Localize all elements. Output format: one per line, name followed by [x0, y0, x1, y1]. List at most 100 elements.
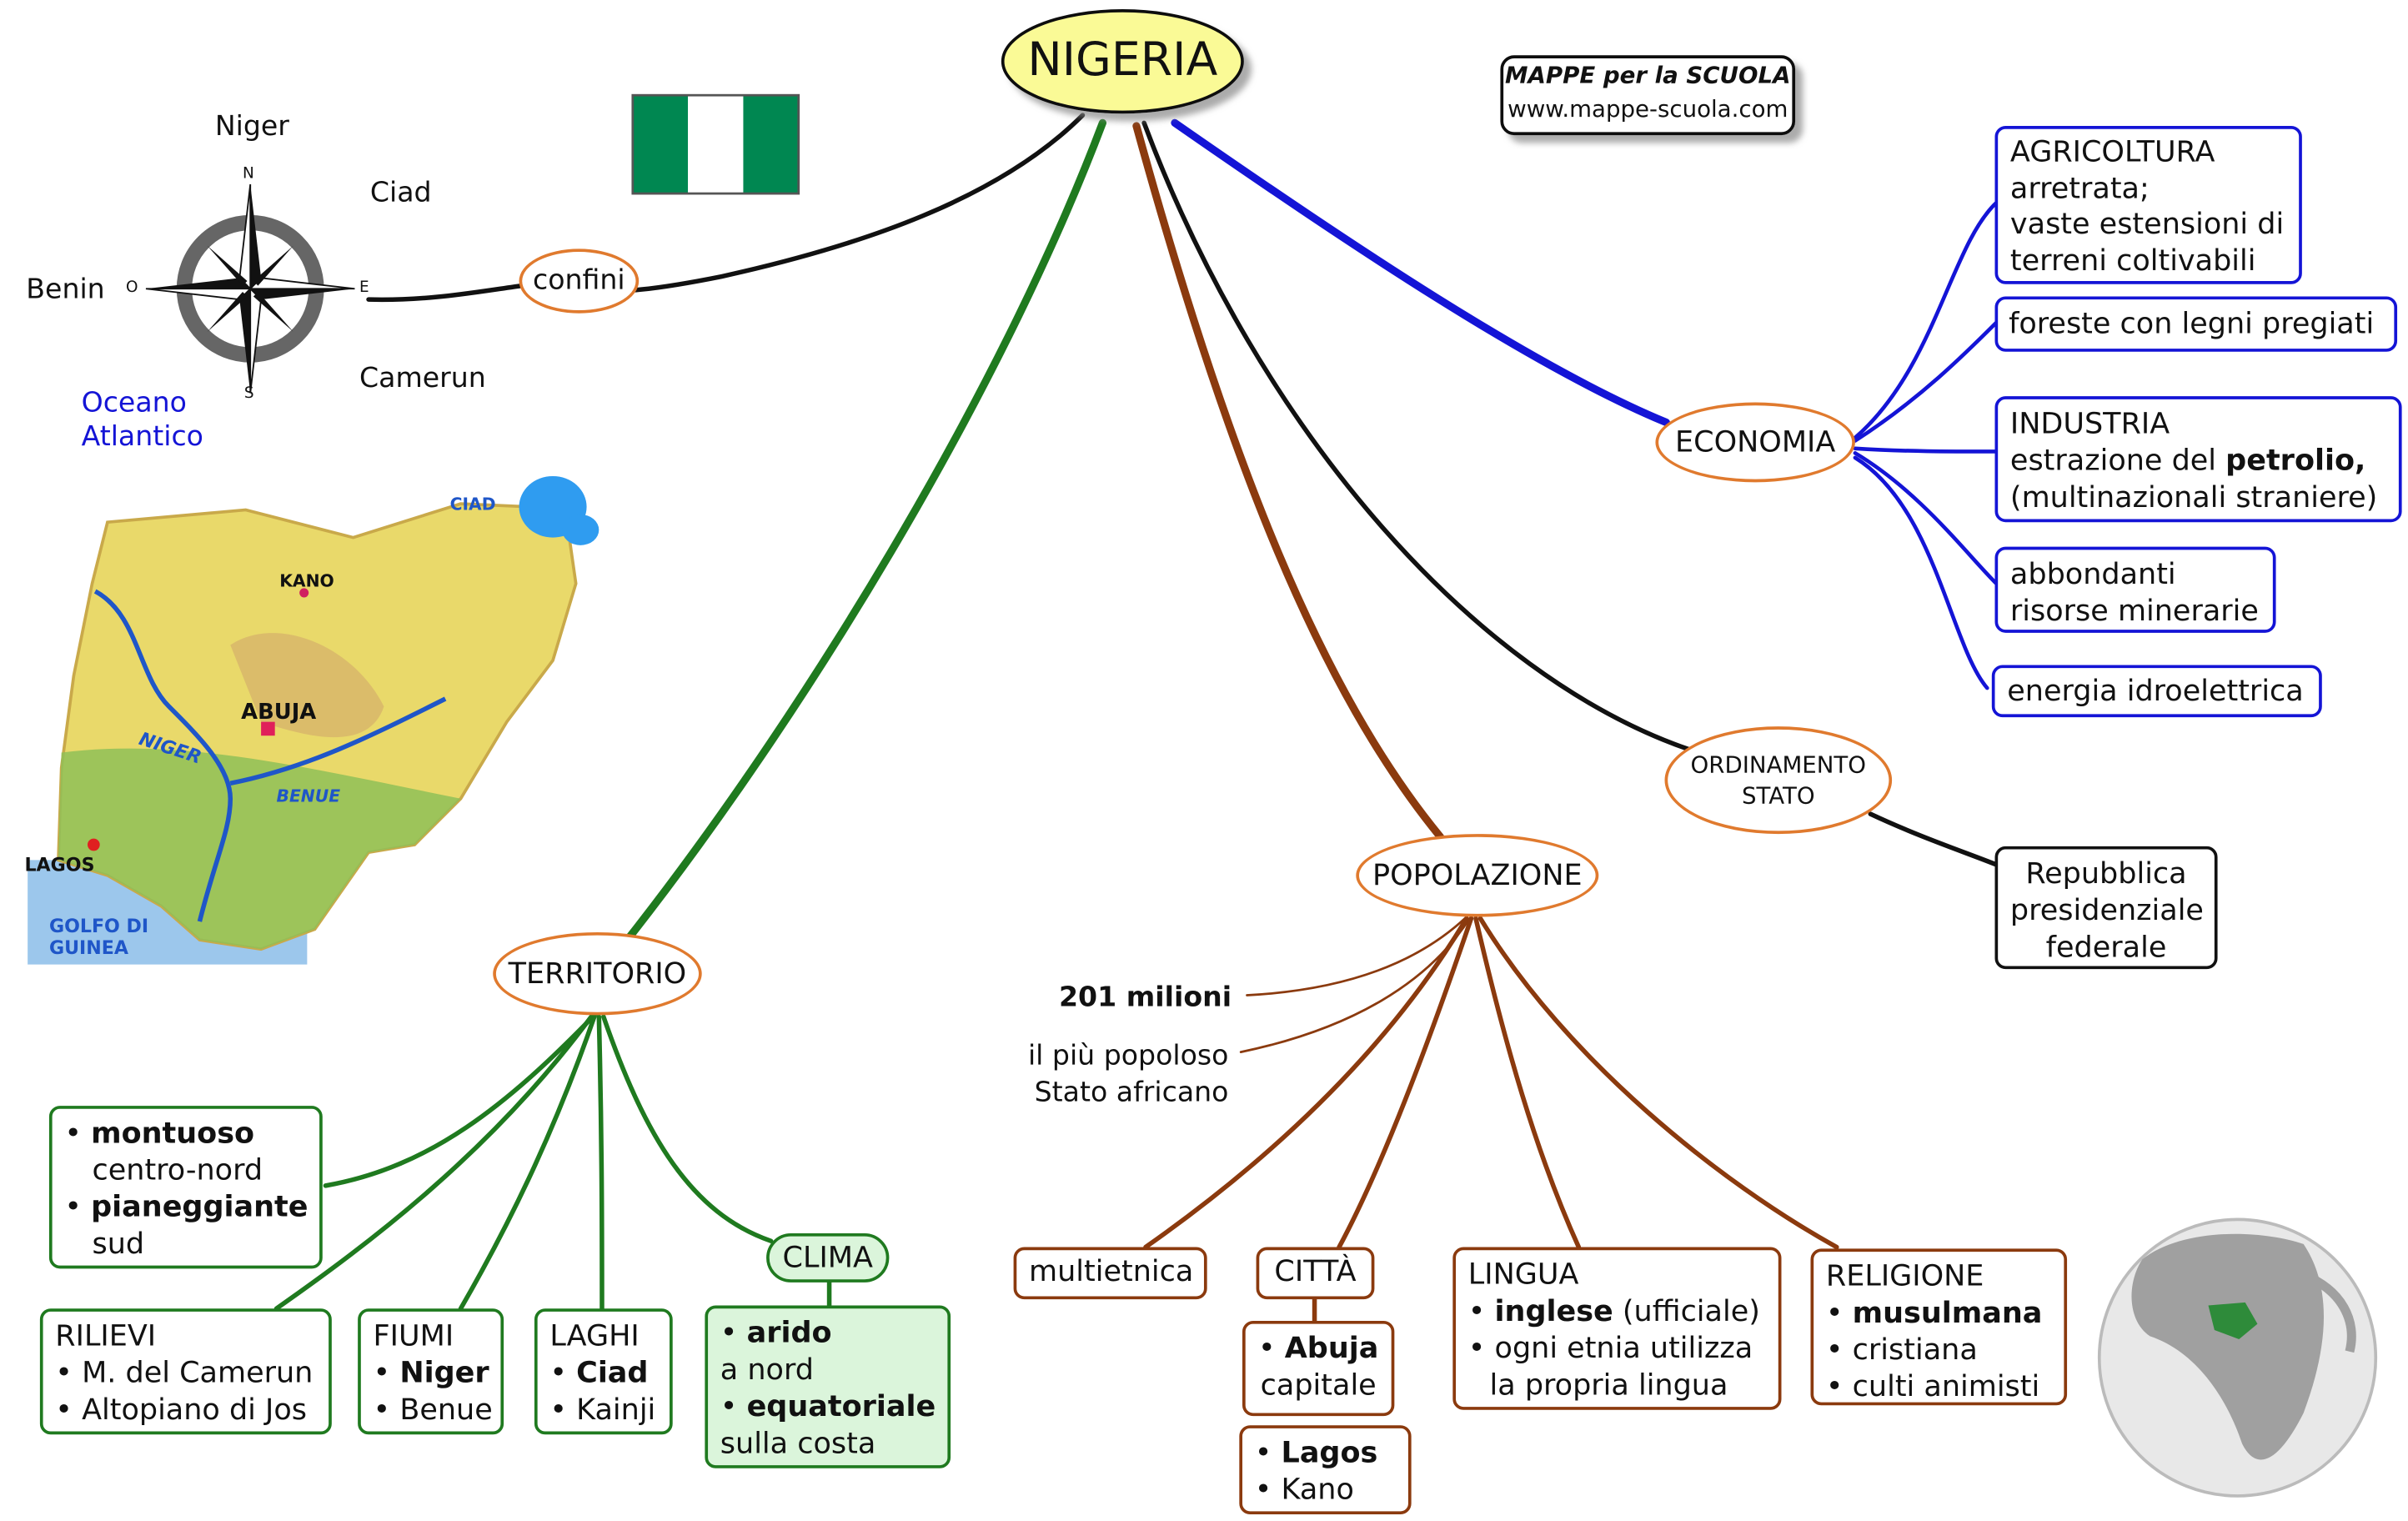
fiumi-item: • Niger — [373, 1356, 489, 1390]
rilievi-item: • M. del Camerun — [55, 1356, 314, 1390]
clima-line-3: • equatoriale — [720, 1389, 936, 1424]
agricoltura-line: terreni coltivabili — [2009, 243, 2256, 278]
clima-box: • arido a nord • equatoriale sulla costa — [705, 1305, 951, 1468]
foreste-box: foreste con legni pregiati — [1994, 296, 2398, 352]
energia-label: energia idroelettrica — [2007, 674, 2304, 709]
map-label-benue-river: BENUE — [276, 786, 341, 806]
credit-box — [1500, 55, 1796, 136]
node-territorio[interactable]: TERRITORIO — [493, 931, 702, 1016]
map-label-ciad: CIAD — [449, 494, 496, 515]
branch-confini-compass — [366, 283, 524, 303]
lingua-box: LINGUA • inglese (ufficiale) • ogni etni… — [1452, 1247, 1782, 1410]
relief-line-3: • pianeggiante — [64, 1190, 309, 1224]
energia-box: energia idroelettrica — [1991, 665, 2322, 718]
compass-south-letter: S — [243, 385, 254, 403]
capital-name: • Abuja — [1257, 1331, 1379, 1366]
ordinamento-value-box: Repubblica presidenziale federale — [1994, 846, 2218, 970]
city-item: • Kano — [1254, 1473, 1354, 1507]
agricoltura-box: AGRICOLTURA arretrata; vaste estensioni … — [1994, 126, 2302, 284]
node-confini[interactable]: confini — [519, 248, 640, 314]
branch-popolazione — [1132, 122, 1445, 841]
fiumi-item: • Benue — [373, 1393, 493, 1428]
laghi-title: LAGHI — [549, 1319, 640, 1353]
neighbour-ciad: Ciad — [369, 176, 432, 209]
globe-icon — [2097, 1217, 2378, 1498]
compass-west-letter: O — [126, 279, 138, 297]
neighbour-niger: Niger — [214, 110, 289, 143]
node-territorio-label: TERRITORIO — [508, 956, 687, 991]
relief-type-box: • montuoso centro-nord • pianeggiante su… — [48, 1106, 323, 1269]
clima-line-1: • arido — [720, 1316, 832, 1350]
city-item: • Lagos — [1254, 1436, 1378, 1470]
ordinamento-value-line: Repubblica — [2025, 856, 2187, 891]
branch-ordinamento — [1141, 120, 1692, 752]
religione-item: • culti animisti — [1825, 1369, 2040, 1404]
nigeria-map-icon — [28, 475, 599, 965]
clima-line-2: a nord — [720, 1353, 814, 1388]
map-label-kano: KANO — [279, 571, 334, 592]
map-label-lagos: LAGOS — [24, 854, 95, 876]
compass-east-letter: E — [359, 279, 369, 297]
compass-rose-icon — [145, 183, 355, 394]
population-note: il più popoloso Stato africano — [1027, 1039, 1229, 1109]
laghi-item: • Ciad — [549, 1356, 649, 1390]
rilievi-title: RILIEVI — [55, 1319, 157, 1353]
multietnica-label: multietnica — [1029, 1254, 1194, 1289]
capital-box: • Abuja capitale — [1242, 1320, 1395, 1417]
relief-line-4: sud — [92, 1227, 145, 1262]
fiumi-box: FIUMI • Niger • Benue — [358, 1308, 504, 1435]
lingua-line-1: • inglese (ufficiale) — [1467, 1294, 1760, 1329]
compass-north-letter: N — [243, 165, 254, 183]
rilievi-box: RILIEVI • M. del Camerun • Altopiano di … — [39, 1308, 332, 1435]
node-citta[interactable]: CITTÀ — [1256, 1247, 1375, 1300]
industria-line-2: (multinazionali straniere) — [2009, 480, 2378, 515]
map-label-gulf: GOLFO DI GUINEA — [48, 915, 149, 959]
node-clima-label: CLIMA — [782, 1241, 873, 1275]
minerarie-line: abbondanti — [2009, 557, 2176, 592]
title-ellipse — [1001, 9, 1244, 114]
agricoltura-title: AGRICOLTURA — [2009, 135, 2215, 169]
minerarie-box: abbondanti risorse minerarie — [1994, 546, 2276, 633]
map-label-abuja: ABUJA — [241, 700, 317, 725]
relief-line-1: • montuoso — [64, 1116, 255, 1151]
node-citta-label: CITTÀ — [1274, 1254, 1357, 1289]
ordinamento-value-line: presidenziale — [2009, 893, 2204, 928]
fiumi-title: FIUMI — [373, 1319, 454, 1353]
multietnica-box: multietnica — [1013, 1247, 1207, 1300]
node-popolazione[interactable]: POPOLAZIONE — [1356, 834, 1599, 917]
minerarie-line: risorse minerarie — [2009, 594, 2259, 629]
neighbour-camerun: Camerun — [359, 362, 486, 395]
industria-title: INDUSTRIA — [2009, 407, 2170, 441]
industria-line-1: estrazione del petrolio, — [2009, 444, 2366, 478]
ocean-label: Oceano Atlantico — [81, 387, 203, 454]
relief-line-2: centro-nord — [92, 1153, 263, 1187]
agricoltura-line: arretrata; — [2009, 171, 2150, 205]
population-count: 201 milioni — [1058, 981, 1232, 1014]
branch-territorio — [625, 118, 1107, 941]
laghi-box: LAGHI • Ciad • Kainji — [534, 1308, 673, 1435]
religione-item: • musulmana — [1825, 1296, 2043, 1330]
credit-url[interactable]: www.mappe-scuola.com — [1508, 95, 1788, 123]
lingua-line-2: • ogni etnia utilizza — [1467, 1331, 1753, 1366]
religione-title: RELIGIONE — [1825, 1259, 1984, 1293]
laghi-item: • Kainji — [549, 1393, 656, 1428]
foreste-label: foreste con legni pregiati — [2009, 307, 2375, 341]
agricoltura-line: vaste estensioni di — [2009, 207, 2285, 242]
neighbour-benin: Benin — [26, 273, 105, 306]
religione-item: • cristiana — [1825, 1333, 1978, 1368]
lingua-line-3: la propria lingua — [1489, 1368, 1728, 1403]
credit-title: MAPPE per la SCUOLA — [1505, 61, 1791, 89]
node-ordinamento[interactable]: ORDINAMENTO STATO — [1664, 726, 1893, 835]
node-economia[interactable]: ECONOMIA — [1655, 402, 1855, 483]
industria-box: INDUSTRIA estrazione del petrolio, (mult… — [1994, 396, 2402, 523]
clima-line-4: sulla costa — [720, 1427, 876, 1461]
node-clima[interactable]: CLIMA — [766, 1232, 890, 1283]
nigeria-flag-icon — [631, 93, 800, 195]
rilievi-item: • Altopiano di Jos — [55, 1393, 307, 1428]
page-title: NIGERIA — [1027, 33, 1218, 88]
node-popolazione-label: POPOLAZIONE — [1372, 858, 1583, 893]
religione-box: RELIGIONE • musulmana • cristiana • cult… — [1810, 1248, 2068, 1406]
branch-economia — [1171, 118, 1670, 427]
